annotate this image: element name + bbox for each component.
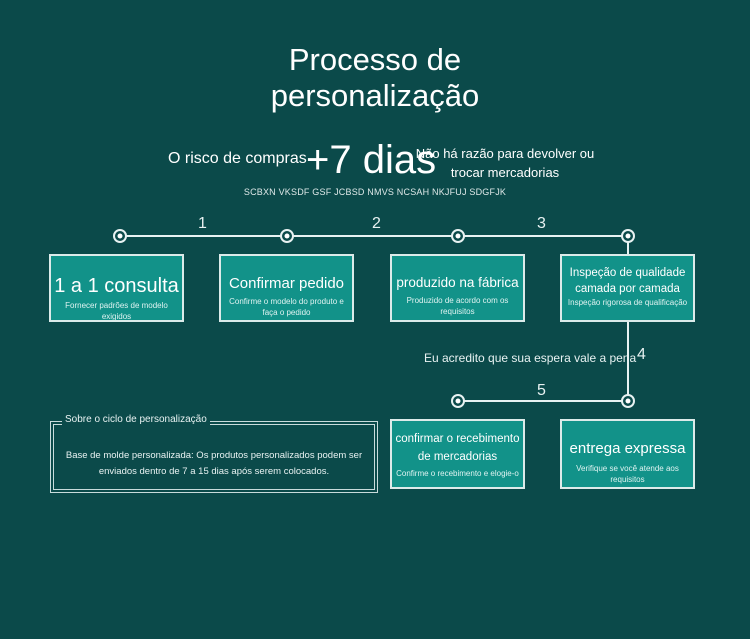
step-number-3: 3 <box>537 215 546 232</box>
step-card-quality-inspection: Inspeção de qualidade camada por camada … <box>560 254 695 322</box>
step-card-confirm-receipt: confirmar o recebimento de mercadorias C… <box>390 419 525 489</box>
step-title: 1 a 1 consulta <box>54 275 179 297</box>
page-title: Processo de personalização <box>0 42 750 114</box>
step-subtitle: Inspeção rigorosa de qualificação <box>567 298 688 307</box>
step-title: Confirmar pedido <box>228 275 345 292</box>
about-cycle-label: Sobre o ciclo de personalização <box>62 414 210 425</box>
about-cycle-box: Sobre o ciclo de personalização Base de … <box>50 414 378 493</box>
no-reason-text: Não há razão para devolver ou trocar mer… <box>415 146 595 180</box>
step-title: entrega expressa <box>569 440 686 457</box>
risk-text: O risco de compras <box>168 150 307 167</box>
step-card-confirm-order: Confirmar pedido Confirme o modelo do pr… <box>219 254 354 322</box>
waiting-hint-text: Eu acredito que sua espera vale a pena <box>424 351 637 365</box>
code-text: SCBXN VKSDF GSF JCBSD NMVS NCSAH NKJFUJ … <box>243 187 507 197</box>
step-number-1: 1 <box>198 215 207 232</box>
step-number-4: 4 <box>637 346 646 363</box>
title-line-2: personalização <box>270 78 480 113</box>
step-subtitle: Confirme o modelo do produto e faça o pe… <box>229 297 344 317</box>
step-title: confirmar o recebimento de mercadorias <box>395 433 520 463</box>
step-title: Inspeção de qualidade camada por camada <box>569 267 686 295</box>
seven-days-text: +7 dias <box>306 138 437 182</box>
step-card-factory: produzido na fábrica Produzido de acordo… <box>390 254 525 322</box>
step-number-5: 5 <box>537 382 546 399</box>
step-number-2: 2 <box>372 215 381 232</box>
step-title: produzido na fábrica <box>396 275 519 290</box>
step-subtitle: Fornecer padrões de modelo exigidos <box>65 301 168 321</box>
about-cycle-text: Base de molde personalizada: Os produtos… <box>65 450 363 477</box>
step-subtitle: Verifique se você atende aos requisitos <box>576 464 679 484</box>
step-card-consultation: 1 a 1 consulta Fornecer padrões de model… <box>49 254 184 322</box>
title-line-1: Processo de <box>288 42 462 77</box>
step-subtitle: Confirme o recebimento e elogie-o <box>396 469 519 478</box>
step-subtitle: Produzido de acordo com os requisitos <box>406 296 509 316</box>
step-card-express-delivery: entrega expressa Verifique se você atend… <box>560 419 695 489</box>
